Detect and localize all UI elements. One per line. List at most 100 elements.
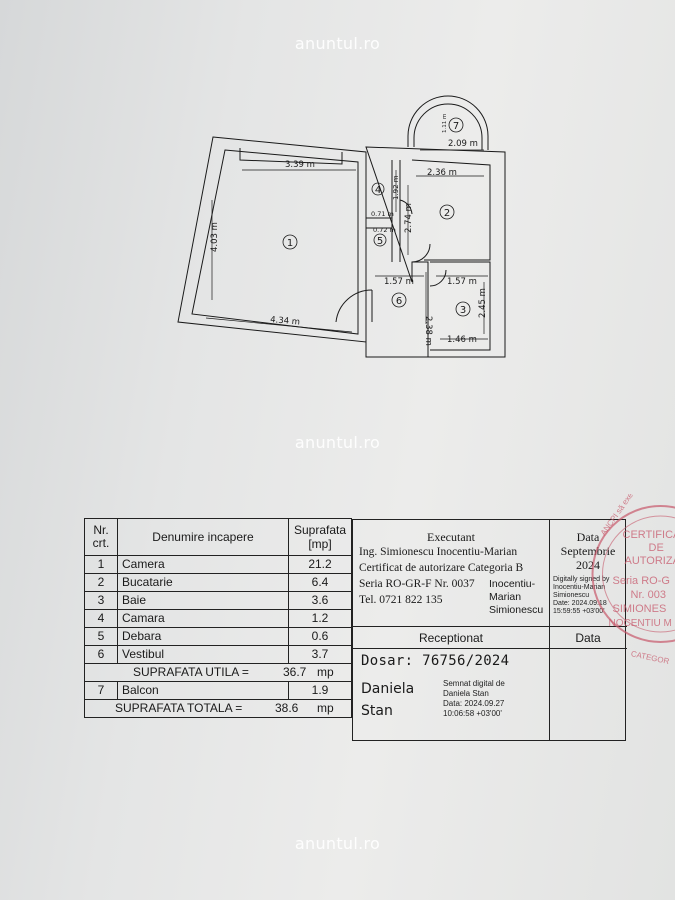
- room-number-4: 4: [375, 185, 381, 196]
- dim-157-right: 1.57 m: [447, 277, 477, 287]
- table-row: 4 Camara 1.2: [84, 609, 352, 628]
- dim-111: 1.11 m: [442, 114, 448, 133]
- row-nr: 7: [84, 681, 118, 700]
- room-number-3: 3: [460, 305, 466, 316]
- row-nr: 6: [84, 645, 118, 664]
- executant-date-label: Data: [576, 530, 600, 544]
- authorization-stamp: ANCPI să execute lucr CERTIFICAT DE AUTO…: [591, 494, 675, 664]
- stamp-line-5: Nr. 003: [631, 589, 666, 601]
- row-nr: 1: [84, 555, 118, 574]
- dim-146: 1.46 m: [447, 335, 477, 345]
- table-row: 5 Debara 0.6: [84, 627, 352, 646]
- header-area: Suprafata [mp]: [288, 518, 352, 556]
- balcony-wall: [407, 95, 489, 150]
- row-nr: 3: [84, 591, 118, 610]
- total-label: SUPRAFATA TOTALA =: [115, 701, 243, 715]
- dosar-number: Dosar: 76756/2024: [361, 653, 510, 669]
- executant-cert: Certificat de autorizare Categoria B: [359, 562, 524, 574]
- row-nr: 2: [84, 573, 118, 592]
- util-row: SUPRAFATA UTILA = 36.7 mp: [84, 663, 352, 682]
- watermark-top: anuntul.ro: [294, 34, 381, 53]
- rooms-table: Nr. crt. Denumire incapere Suprafata [mp…: [84, 518, 352, 718]
- total-row: SUPRAFATA TOTALA = 38.6 mp: [84, 699, 352, 718]
- wall-outer-right: [365, 146, 506, 358]
- receptionat-digital-signature: Semnat digital de Daniela Stan Data: 202…: [443, 679, 505, 718]
- row-area: 1.9: [288, 681, 352, 700]
- receptionat-title: Receptionat: [353, 626, 550, 649]
- stamp-line-3: AUTORIZARE: [625, 555, 675, 567]
- receptionat-first-name: Daniela: [361, 681, 415, 697]
- row-area: 6.4: [288, 573, 352, 592]
- balcon-row: 7 Balcon 1.9: [84, 681, 352, 700]
- stamp-line-1: CERTIFICAT: [623, 529, 675, 541]
- dim-236: 2.36 m: [427, 168, 457, 178]
- signature-block: Executant Ing. Simionescu Inocentiu-Mari…: [352, 519, 627, 741]
- util-label: SUPRAFATA UTILA =: [133, 665, 249, 679]
- table-row: 6 Vestibul 3.7: [84, 645, 352, 664]
- stamp-line-7: NOCENTIU M: [609, 618, 672, 629]
- door-arc-bath: [429, 269, 447, 287]
- executant-name: Ing. Simionescu Inocentiu-Marian: [359, 546, 518, 558]
- table-row: 2 Bucatarie 6.4: [84, 573, 352, 592]
- room-number-6: 6: [396, 296, 402, 307]
- row-nr: 5: [84, 627, 118, 646]
- wall-inner-kitchen: [411, 159, 491, 261]
- room-number-1: 1: [287, 238, 293, 249]
- row-name: Balcon: [117, 681, 289, 700]
- stamp-line-8: CATEGOR: [630, 649, 670, 664]
- watermark-middle: anuntul.ro: [294, 433, 381, 452]
- row-name: Debara: [117, 627, 289, 646]
- dim-434: 4.34 m: [270, 315, 301, 328]
- util-value: 36.7: [283, 665, 307, 679]
- dim-403: 4.03 m: [210, 222, 220, 252]
- total-value: 38.6: [275, 701, 299, 715]
- executant-digital-signature: Digitally signed by Inocentiu-Marian Sim…: [553, 576, 610, 615]
- wall-vestibule: [365, 262, 428, 358]
- dim-192: 1.92 m: [392, 175, 400, 200]
- stamp-line-6: SIMIONES: [613, 603, 667, 615]
- receptionat-cell: Dosar: 76756/2024 Daniela Stan Semnat di…: [353, 648, 550, 741]
- row-name: Bucatarie: [117, 573, 289, 592]
- executant-signer: Inocentiu- Marian Simionescu: [489, 578, 544, 616]
- table-row: 1 Camera 21.2: [84, 555, 352, 574]
- dim-157-left: 1.57 m: [384, 277, 414, 287]
- executant-seria: Seria RO-GR-F Nr. 0037: [359, 578, 475, 590]
- wall-bath: [430, 261, 491, 351]
- row-area: 3.7: [288, 645, 352, 664]
- executant-title: Executant: [427, 530, 475, 544]
- row-area: 3.6: [288, 591, 352, 610]
- dim-238: 2.38 m: [423, 316, 433, 346]
- dim-245: 2.45 m: [478, 288, 488, 318]
- row-name: Vestibul: [117, 645, 289, 664]
- row-name: Baie: [117, 591, 289, 610]
- dim-071: 0.71 m: [371, 210, 394, 218]
- room-number-7: 7: [453, 121, 459, 132]
- row-name: Camera: [117, 555, 289, 574]
- receptionat-date-cell: [549, 648, 627, 741]
- room-number-5: 5: [377, 236, 383, 247]
- dim-339: 3.39 m: [285, 160, 315, 170]
- receptionat-last-name: Stan: [361, 703, 393, 719]
- receptionat-date-label: Data: [549, 626, 627, 649]
- header-nr: Nr. crt.: [84, 518, 118, 556]
- row-area: 1.2: [288, 609, 352, 628]
- row-area: 0.6: [288, 627, 352, 646]
- dim-209: 2.09 m: [448, 139, 478, 149]
- rooms-table-header: Nr. crt. Denumire incapere Suprafata [mp…: [84, 518, 352, 556]
- balcony-inner: [413, 103, 483, 150]
- wall-inner-room1: [191, 149, 359, 335]
- executant-tel: Tel. 0721 822 135: [359, 594, 443, 606]
- row-name: Camara: [117, 609, 289, 628]
- door-arc-vestibule: [335, 289, 373, 323]
- row-area: 21.2: [288, 555, 352, 574]
- header-name: Denumire incapere: [117, 518, 289, 556]
- util-unit: mp: [317, 665, 334, 679]
- table-row: 3 Baie 3.6: [84, 591, 352, 610]
- dim-274: 2.74 m: [404, 203, 414, 233]
- executant-cell: Executant Ing. Simionescu Inocentiu-Mari…: [353, 520, 550, 626]
- wall-outer-room1: [177, 136, 367, 343]
- row-nr: 4: [84, 609, 118, 628]
- door-arc-kitchen: [411, 243, 431, 263]
- room-number-2: 2: [444, 208, 450, 219]
- total-unit: mp: [317, 701, 334, 715]
